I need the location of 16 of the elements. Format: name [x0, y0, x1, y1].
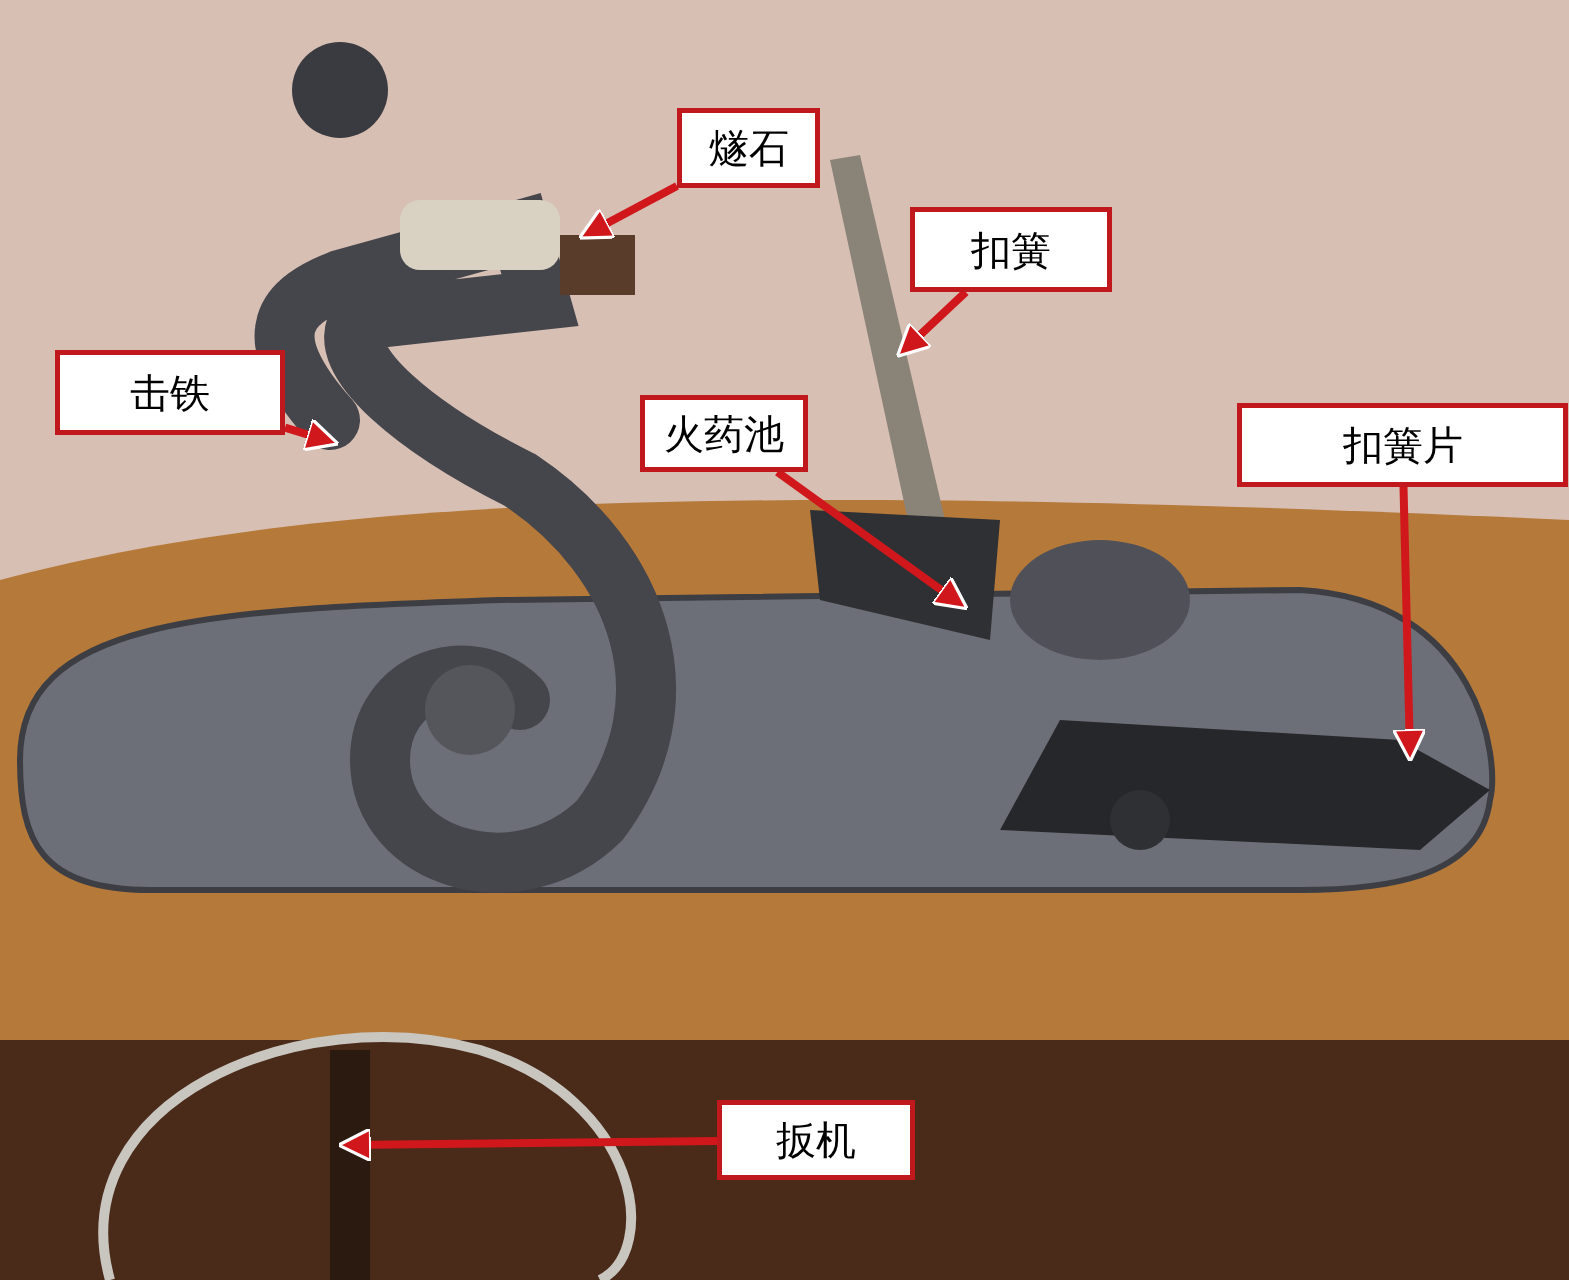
- label-box: [677, 108, 820, 188]
- leader-arrow: [283, 417, 340, 452]
- leader-arrow: [1391, 486, 1427, 763]
- part-label: 扣簧: [971, 229, 1051, 270]
- part-label: 燧石: [708, 128, 789, 168]
- leader-arrow: [577, 182, 679, 240]
- part-label: 击铁: [130, 372, 210, 413]
- part-label: 火药池: [664, 413, 784, 454]
- label-box: [910, 207, 1112, 292]
- label-box: [1237, 403, 1568, 487]
- part-label: 扳机: [776, 1120, 856, 1160]
- part-label: 扣簧片: [1342, 425, 1463, 465]
- label-box: [55, 350, 285, 435]
- leader-arrow: [337, 1127, 718, 1163]
- label-box: [640, 395, 808, 472]
- label-box: [717, 1100, 915, 1180]
